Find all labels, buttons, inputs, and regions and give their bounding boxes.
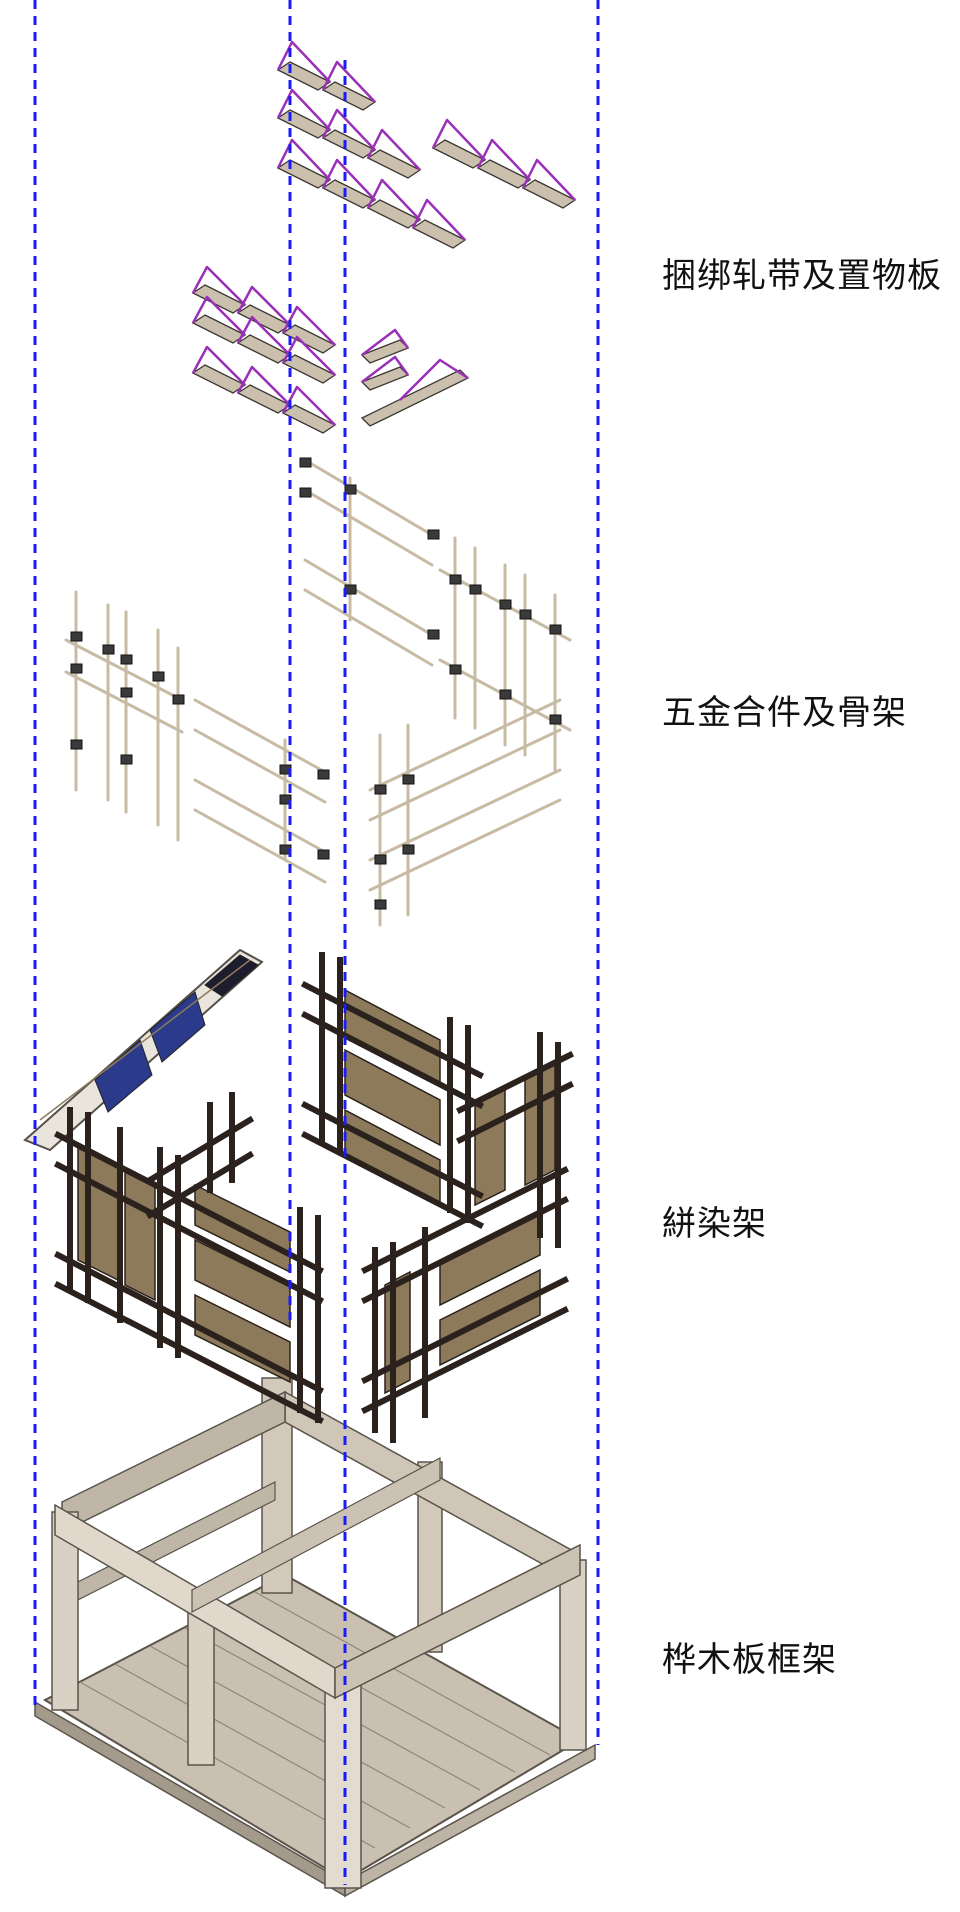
dyeing-rack-drawing bbox=[23, 948, 575, 1443]
birch-frame-drawing bbox=[34, 1377, 596, 1898]
rack-right-lattice bbox=[300, 952, 575, 1443]
skeleton-clamps bbox=[70, 457, 562, 910]
shelves-upper bbox=[191, 61, 577, 434]
guide-lines bbox=[33, 0, 600, 1885]
rack-top-panel-blue bbox=[94, 1039, 153, 1113]
label-hardware-skeleton: 五金合件及骨架 bbox=[662, 693, 907, 733]
label-straps-shelves: 捆绑轧带及置物板 bbox=[662, 256, 942, 296]
label-birch-frame: 桦木板框架 bbox=[662, 1640, 837, 1680]
frame-post-front bbox=[324, 1667, 362, 1889]
frame-post-right bbox=[559, 1559, 587, 1751]
frame-rail-mid bbox=[191, 1457, 441, 1613]
hardware-skeleton-drawing bbox=[64, 457, 572, 927]
frame-rail-front-right bbox=[334, 1543, 581, 1700]
rack-top-panel-blue-2 bbox=[149, 991, 206, 1063]
straps bbox=[191, 40, 576, 426]
rack-top-panel-dark bbox=[204, 954, 259, 997]
label-dyeing-rack: 絣染架 bbox=[662, 1204, 767, 1244]
rack-left-lattice bbox=[53, 1092, 325, 1425]
skeleton-rods bbox=[64, 458, 572, 927]
frame-base-right bbox=[344, 1743, 596, 1898]
straps-shelves-drawing bbox=[191, 40, 577, 434]
